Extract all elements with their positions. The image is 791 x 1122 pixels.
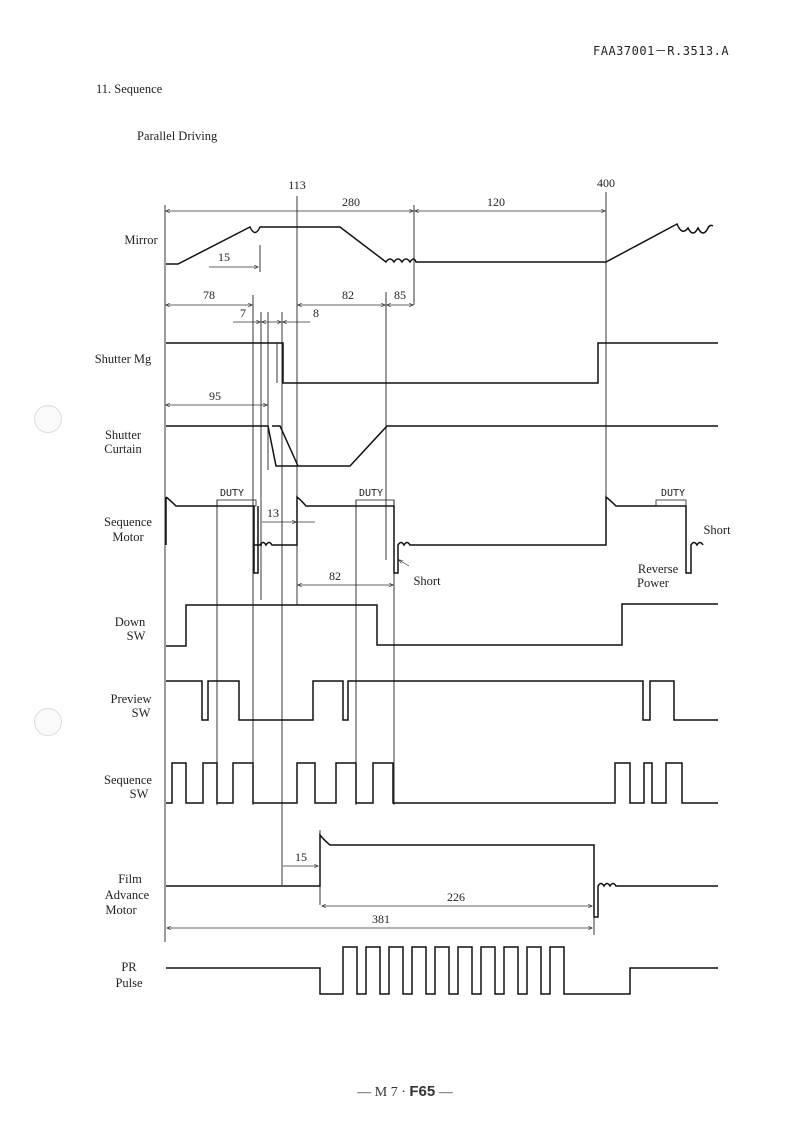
short-label-2: Short xyxy=(703,523,731,537)
time-label-113: 113 xyxy=(288,178,306,192)
label-down-sw-1: Down xyxy=(115,615,146,629)
dimension-label-85: 85 xyxy=(394,288,406,302)
dimension-label-280: 280 xyxy=(342,195,360,209)
waveform-mirror xyxy=(166,222,714,265)
document-code: FAA37001－R.3513.A xyxy=(593,44,730,58)
waveform-seq-motor-1 xyxy=(165,496,259,574)
label-shutter-curtain-1: Shutter xyxy=(105,428,142,442)
reverse-power-label-1: Reverse xyxy=(638,562,679,576)
dimension-label-82b: 82 xyxy=(329,569,341,583)
label-film-advance-1: Film xyxy=(118,872,142,886)
waveform-pr-pulse xyxy=(166,946,718,995)
duty-label-1: DUTY xyxy=(220,488,244,499)
page-footer: — M 7 · F65 — xyxy=(0,1083,791,1101)
waveform-film-advance xyxy=(166,832,718,918)
duty-box-3 xyxy=(655,499,687,507)
dimension-label-15-film: 15 xyxy=(295,850,307,864)
dimension-label-95: 95 xyxy=(209,389,221,403)
punch-hole-mark xyxy=(34,708,62,736)
label-sequence-sw-1: Sequence xyxy=(104,773,152,787)
waveform-shutter-curtain-second xyxy=(272,425,299,467)
footer-model: F65 xyxy=(409,1083,436,1100)
waveform-sequence-sw xyxy=(166,762,718,804)
time-label-400: 400 xyxy=(597,176,615,190)
short-label-1: Short xyxy=(413,574,441,588)
label-sequence-sw-2: SW xyxy=(130,787,149,801)
label-shutter-curtain-2: Curtain xyxy=(104,442,142,456)
label-sequence-motor-2: Motor xyxy=(112,530,144,544)
label-sequence-motor-1: Sequence xyxy=(104,515,152,529)
label-mirror: Mirror xyxy=(124,233,158,247)
footer-suffix: — xyxy=(435,1085,453,1100)
dimension-label-8: 8 xyxy=(313,306,319,320)
reverse-power-label-2: Power xyxy=(637,576,670,590)
dimension-label-226: 226 xyxy=(447,890,465,904)
dimension-label-13: 13 xyxy=(267,506,279,520)
section-title: 11. Sequence xyxy=(96,82,163,96)
waveform-preview-sw xyxy=(166,680,718,721)
dimension-label-7: 7 xyxy=(240,306,246,320)
label-pr-pulse-2: Pulse xyxy=(115,976,143,990)
dimension-label-15-mirror: 15 xyxy=(218,250,230,264)
label-pr-pulse-1: PR xyxy=(121,960,137,974)
dimension-label-82a: 82 xyxy=(342,288,354,302)
punch-hole-mark xyxy=(34,405,62,433)
duty-label-3: DUTY xyxy=(661,488,685,499)
dimension-label-120: 120 xyxy=(487,195,505,209)
waveform-shutter-curtain xyxy=(166,425,718,467)
waveform-seq-motor-2 xyxy=(259,495,704,574)
short-arrow-1 xyxy=(399,560,410,567)
label-shutter-mg: Shutter Mg xyxy=(95,352,152,366)
label-film-advance-3: Motor xyxy=(105,903,137,917)
label-film-advance-2: Advance xyxy=(105,888,150,902)
waveform-shutter-mg xyxy=(166,342,718,384)
label-down-sw-2: SW xyxy=(127,629,146,643)
duty-box-2 xyxy=(355,499,395,507)
diagram-subtitle: Parallel Driving xyxy=(137,129,218,143)
label-preview-sw-2: SW xyxy=(132,706,151,720)
dimension-label-381: 381 xyxy=(372,912,390,926)
label-preview-sw-1: Preview xyxy=(111,692,152,706)
waveform-down-sw xyxy=(166,603,718,647)
duty-box-1 xyxy=(216,499,257,507)
duty-label-2: DUTY xyxy=(359,488,383,499)
dimension-label-78: 78 xyxy=(203,288,215,302)
footer-prefix: — M 7 · xyxy=(357,1085,410,1100)
